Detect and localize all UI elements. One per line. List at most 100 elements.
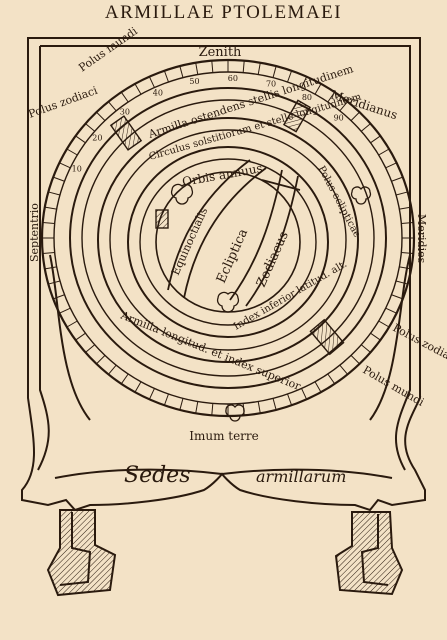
stand-posts [49, 254, 411, 421]
label-armilla-longitud: Armilla longitud. et index superior [118, 308, 303, 393]
scale-tick [120, 373, 129, 385]
scale-tick [53, 176, 65, 182]
ring-joints [109, 99, 345, 356]
scale-tick [378, 148, 390, 156]
scale-tick [148, 76, 155, 88]
scale-number: 30 [120, 108, 130, 117]
scale-tick [163, 70, 169, 83]
label-imum-terre: Imum terre [189, 429, 259, 443]
scale-tick [134, 381, 142, 393]
scale-tick [179, 65, 184, 78]
scale-tick [272, 398, 277, 411]
scale-tick [360, 123, 371, 132]
scale-number: 70 [266, 79, 276, 88]
scale-numbers: 10 20 30 40 50 60 70 80 90 [72, 74, 344, 173]
scale-tick [378, 320, 390, 328]
scale-tick [96, 111, 106, 121]
scale-tick [257, 62, 261, 75]
scale-tick [42, 221, 55, 225]
outer-scale-ticks [42, 60, 414, 416]
label-septentrio: Septentrio [28, 203, 41, 262]
scale-tick [66, 320, 78, 328]
scale-tick [314, 83, 322, 95]
scale-tick [59, 162, 71, 169]
scale-number: 90 [334, 114, 344, 123]
scale-tick [85, 123, 96, 132]
scale-tick [75, 332, 86, 341]
scale-tick [314, 381, 322, 393]
scale-tick [48, 191, 61, 196]
scale-tick [44, 206, 57, 210]
scale-tick [108, 101, 117, 112]
scale-tick [301, 76, 308, 88]
page-title: ARMILLAE PTOLEMAEI [104, 2, 343, 23]
right-foot [334, 511, 404, 596]
scale-number: 80 [302, 93, 312, 102]
scale-tick [370, 332, 381, 341]
label-zenith: Zenith [199, 45, 242, 60]
scale-tick [327, 373, 336, 385]
scale-tick [350, 355, 360, 365]
scale-tick [66, 148, 78, 156]
scale-tick [399, 206, 412, 210]
label-armillarum: armillarum [256, 467, 346, 486]
label-zodiacus: Zodiacus [254, 229, 292, 289]
scale-tick [257, 401, 261, 414]
scale-tick [163, 393, 169, 406]
scale-tick [401, 251, 414, 255]
scale-tick [48, 280, 61, 285]
scale-tick [134, 83, 142, 95]
scale-tick [211, 403, 214, 416]
ecliptic-band [167, 159, 301, 307]
scale-tick [211, 60, 214, 73]
scale-tick [120, 91, 129, 103]
scale-tick [287, 70, 293, 83]
label-sedes: Sedes [124, 463, 190, 488]
label-meridies: Meridies [415, 214, 428, 264]
scale-tick [108, 364, 117, 375]
scale-tick [75, 135, 86, 144]
scale-tick [395, 280, 408, 285]
scale-tick [195, 62, 199, 75]
armillary-rings [40, 58, 416, 418]
scale-tick [385, 307, 397, 314]
scale-tick [287, 393, 293, 406]
cloud-ornaments [170, 183, 372, 422]
scale-tick [42, 251, 55, 255]
label-polus-zodiaci-bottom: Polus zodiaci [391, 321, 447, 367]
scale-tick [148, 388, 155, 400]
label-polus-mundi-bottom: Polus mundi [361, 363, 427, 409]
label-polus-mundi-top: Polus mundi [76, 24, 140, 74]
scale-tick [360, 344, 371, 353]
scale-tick [59, 307, 71, 314]
scale-number: 40 [153, 89, 163, 98]
scale-tick [44, 266, 57, 270]
scale-tick [395, 191, 408, 196]
scale-tick [53, 294, 65, 300]
scale-tick [96, 355, 106, 365]
scale-number: 20 [92, 133, 102, 142]
scale-number: 10 [72, 164, 82, 173]
scale-tick [272, 65, 277, 78]
scale-tick [399, 266, 412, 270]
scale-tick [370, 135, 381, 144]
frame-scallop [54, 468, 393, 479]
scale-tick [391, 176, 403, 182]
scale-tick [391, 294, 403, 300]
left-foot [46, 509, 117, 597]
scale-tick [301, 388, 308, 400]
scale-tick [327, 91, 336, 103]
scale-tick [385, 162, 397, 169]
scale-tick [339, 364, 348, 375]
scale-tick [242, 60, 245, 73]
scale-tick [179, 398, 184, 411]
scale-tick [339, 101, 348, 112]
scale-tick [195, 401, 199, 414]
scale-tick [350, 111, 360, 121]
scale-number: 60 [228, 74, 238, 83]
scale-number: 50 [189, 77, 199, 86]
label-polus-zodiaci-top: Polus zodiaci [27, 84, 100, 121]
scale-tick [401, 221, 414, 225]
